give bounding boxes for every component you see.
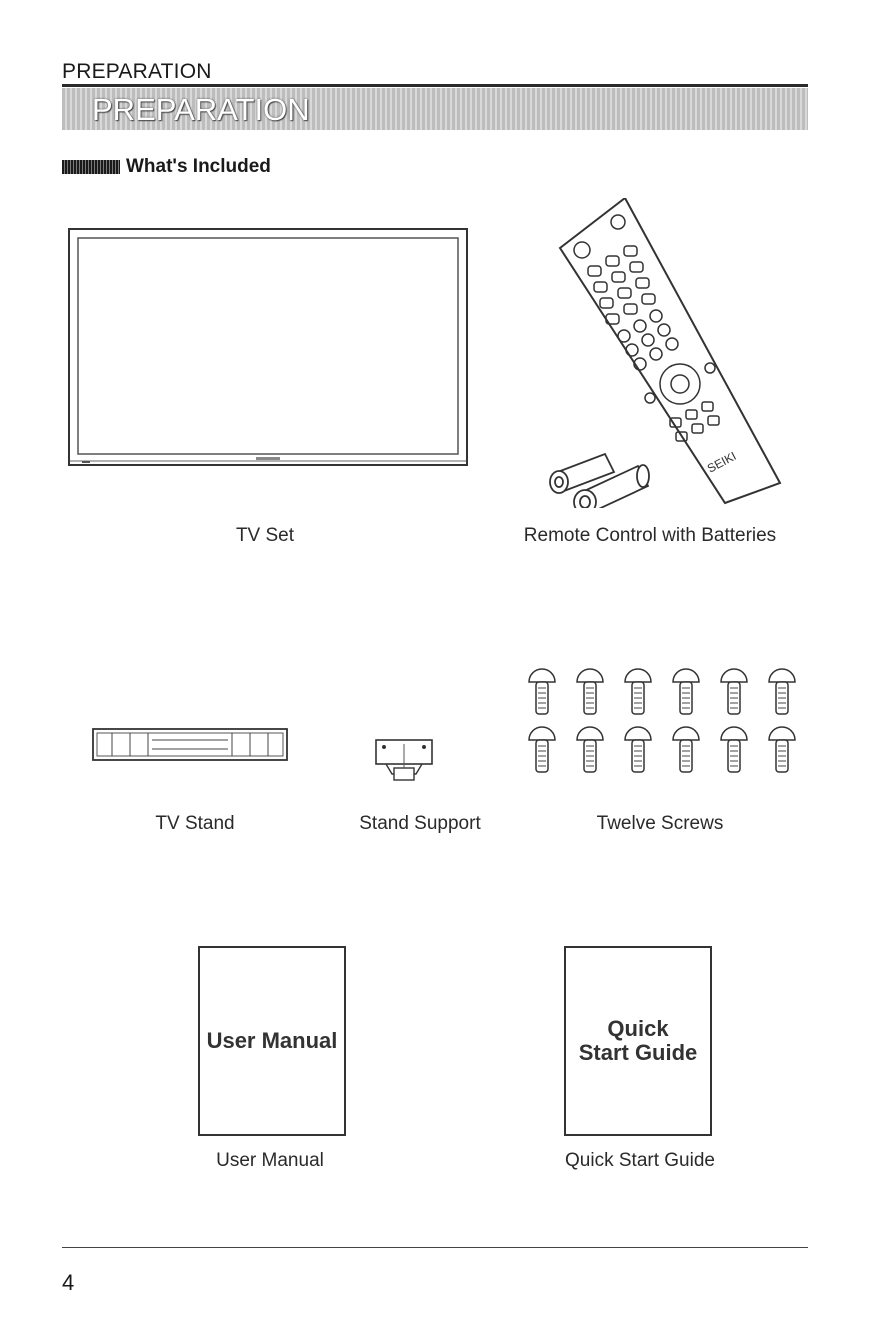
banner-title: PREPARATION: [92, 92, 310, 128]
stand-support-illustration: [374, 738, 434, 782]
user-manual-caption: User Manual: [180, 1150, 360, 1172]
quick-start-guide-caption: Quick Start Guide: [540, 1150, 740, 1172]
user-manual-cover-title: User Manual: [207, 1029, 338, 1053]
stand-support-caption: Stand Support: [335, 813, 505, 835]
screws-caption: Twelve Screws: [560, 813, 760, 835]
running-header: PREPARATION: [62, 60, 212, 84]
screws-illustration: [528, 668, 800, 774]
quick-start-guide-cover: Quick Start Guide: [564, 946, 712, 1136]
tv-set-illustration: [68, 228, 468, 470]
page-number: 4: [62, 1270, 74, 1296]
remote-control-illustration: SEIKI: [520, 198, 790, 508]
header-rule: [62, 84, 808, 87]
tv-set-caption: TV Set: [170, 525, 360, 547]
footer-rule: [62, 1247, 808, 1248]
section-title: What's Included: [126, 156, 271, 178]
remote-caption: Remote Control with Batteries: [495, 525, 805, 547]
tv-stand-illustration: [92, 728, 288, 762]
tv-stand-caption: TV Stand: [110, 813, 280, 835]
user-manual-cover: User Manual: [198, 946, 346, 1136]
quick-start-guide-cover-title: Quick Start Guide: [579, 1017, 698, 1065]
section-marker: [62, 160, 120, 174]
batteries-illustration: [550, 454, 649, 508]
